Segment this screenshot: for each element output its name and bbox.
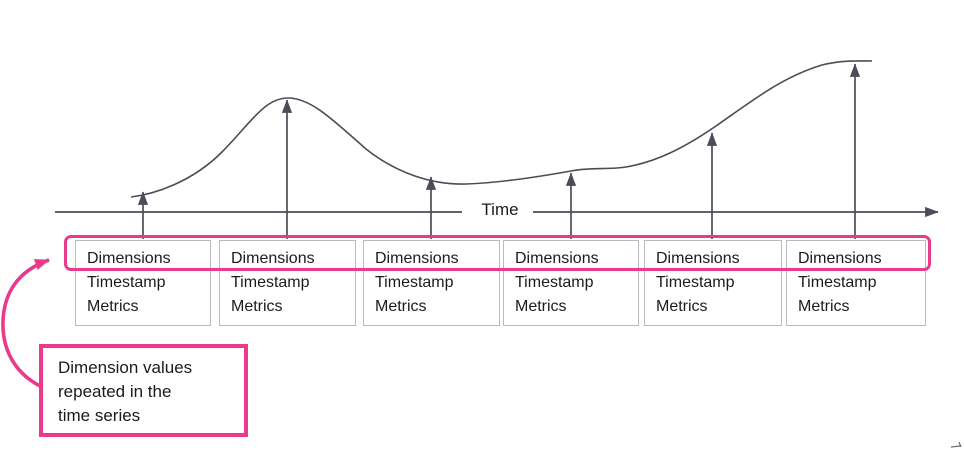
record-timestamp-label: Timestamp (87, 274, 166, 291)
record-metrics-label: Metrics (656, 298, 708, 315)
record-timestamp-label: Timestamp (798, 274, 877, 291)
record-dimensions-label: Dimensions (515, 250, 599, 267)
record-dimensions-label: Dimensions (656, 250, 740, 267)
record-metrics-label: Metrics (87, 298, 139, 315)
record-box-2: Dimensions Timestamp Metrics (219, 240, 356, 326)
annotation-text-line: time series (58, 406, 141, 425)
record-timestamp-label: Timestamp (375, 274, 454, 291)
record-dimensions-label: Dimensions (375, 250, 459, 267)
record-dimensions-label: Dimensions (231, 250, 315, 267)
record-box-6: Dimensions Timestamp Metrics (786, 240, 926, 326)
record-timestamp-label: Timestamp (656, 274, 735, 291)
record-box-4: Dimensions Timestamp Metrics (503, 240, 639, 326)
record-box-3: Dimensions Timestamp Metrics (363, 240, 500, 326)
crop-artifact-mark (950, 441, 962, 448)
record-dimensions-label: Dimensions (798, 250, 882, 267)
record-metrics-label: Metrics (515, 298, 567, 315)
record-timestamp-label: Timestamp (515, 274, 594, 291)
record-box-1: Dimensions Timestamp Metrics (75, 240, 211, 326)
annotation-text-line: Dimension values (58, 358, 193, 377)
annotation-text-line: repeated in the (58, 382, 172, 401)
time-axis-label: Time (467, 200, 533, 220)
record-timestamp-label: Timestamp (231, 274, 310, 291)
record-box-5: Dimensions Timestamp Metrics (644, 240, 782, 326)
record-dimensions-label: Dimensions (87, 250, 171, 267)
time-series-curve (130, 60, 873, 198)
record-metrics-label: Metrics (798, 298, 850, 315)
record-metrics-label: Metrics (231, 298, 283, 315)
record-metrics-label: Metrics (375, 298, 427, 315)
annotation-box: Dimension values repeated in the time se… (39, 344, 248, 437)
